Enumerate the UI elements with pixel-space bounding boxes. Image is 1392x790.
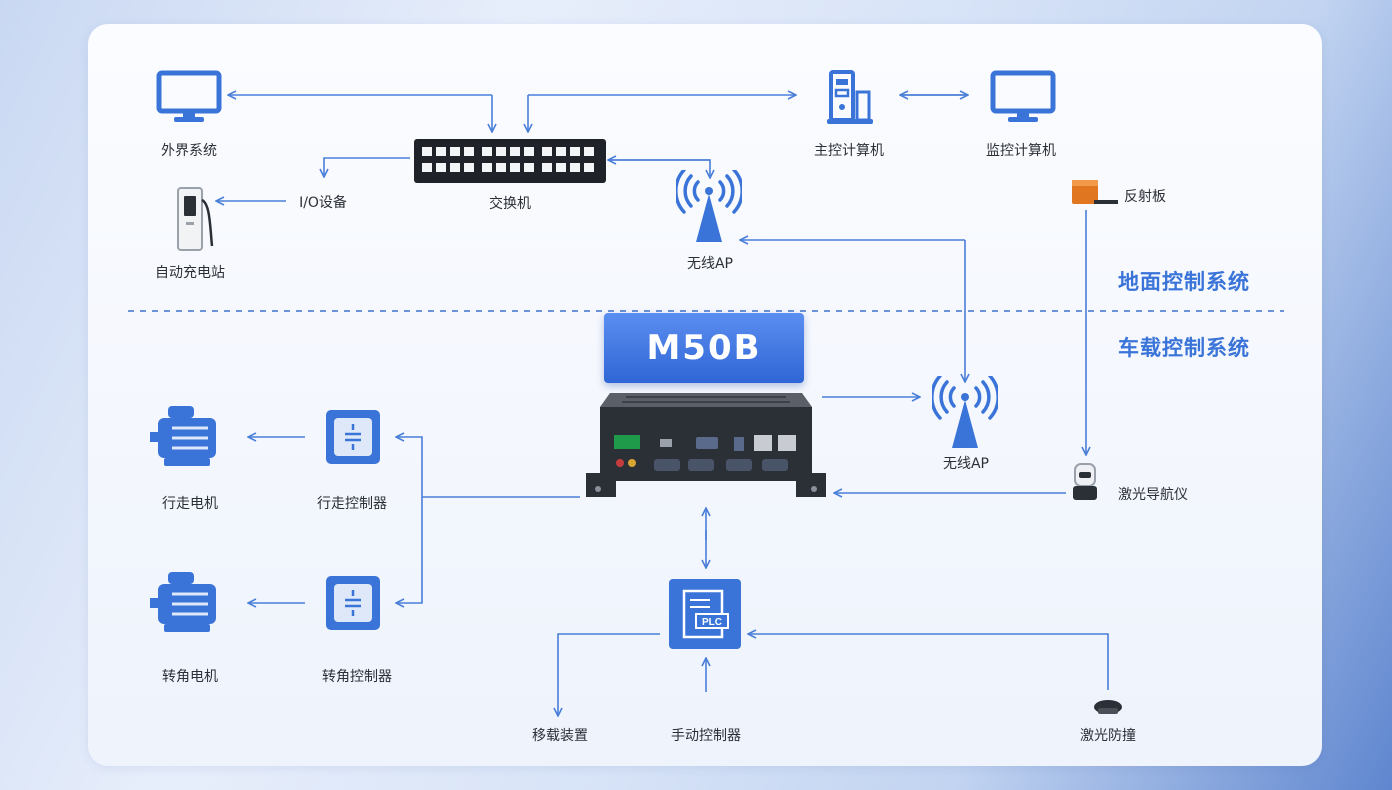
line-controller-to-drivectrl	[396, 437, 580, 498]
motor-icon	[150, 406, 230, 468]
switch-label: 交换机	[489, 196, 531, 212]
master-computer-label: 主控计算机	[814, 143, 884, 159]
drive-controller-label: 行走控制器	[317, 496, 387, 512]
motor-controller-icon	[324, 574, 382, 632]
wireless-ap-icon	[932, 376, 998, 450]
reflector-icon	[1070, 178, 1120, 208]
wireless-ap-ground-label: 无线AP	[686, 256, 734, 272]
laser-scanner-icon	[1072, 462, 1098, 502]
reflector-label: 反射板	[1124, 189, 1166, 205]
motor-controller-icon	[324, 408, 382, 466]
charging-station-label: 自动充电站	[155, 265, 225, 281]
line-anticollision-to-plc	[748, 634, 1109, 690]
charging-station-icon	[176, 186, 216, 252]
monitor-computer-label: 监控计算机	[986, 143, 1056, 159]
section-ground-title: 地面控制系统	[1118, 270, 1250, 294]
line-controller-to-steerctrl	[396, 497, 423, 603]
drive-motor-label: 行走电机	[162, 496, 218, 512]
section-vehicle-title: 车载控制系统	[1118, 336, 1250, 360]
laser-anticollision-label: 激光防撞	[1080, 728, 1136, 744]
line-switch-to-ap	[608, 159, 710, 178]
line-to-ioport	[324, 157, 410, 177]
wireless-ap-vehicle-label: 无线AP	[942, 456, 990, 472]
line-plc-to-transfer	[558, 633, 660, 716]
monitor-icon	[990, 70, 1056, 124]
io-device-label: I/O设备	[299, 195, 347, 211]
controller-model-badge: M50B	[604, 313, 804, 383]
motor-icon	[150, 572, 230, 634]
wireless-ap-icon	[676, 170, 742, 244]
manual-controller-label: 手动控制器	[671, 728, 741, 744]
steering-controller-label: 转角控制器	[322, 669, 392, 685]
server-tower-icon	[827, 70, 875, 126]
monitor-icon	[156, 70, 222, 124]
external-system-label: 外界系统	[161, 143, 217, 159]
steering-motor-label: 转角电机	[162, 669, 218, 685]
plc-icon: PLC	[668, 578, 742, 650]
plc-text: PLC	[702, 617, 722, 628]
laser-sensor-icon	[1092, 698, 1124, 718]
transfer-device-label: 移载装置	[532, 728, 588, 744]
industrial-pc-icon	[586, 385, 826, 503]
laser-navigator-label: 激光导航仪	[1118, 487, 1188, 503]
network-switch-icon	[414, 139, 606, 183]
